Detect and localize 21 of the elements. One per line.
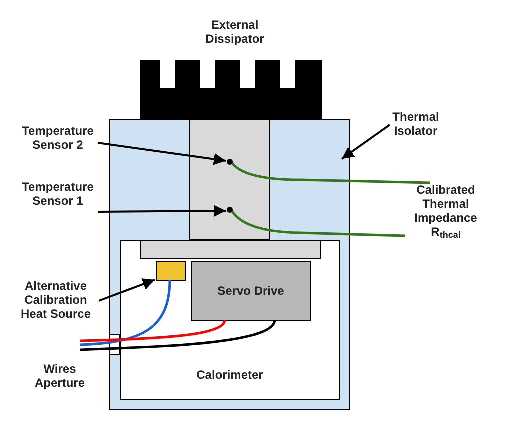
callout-label: Temperature Sensor 1 — [18, 180, 98, 210]
wire — [231, 162, 430, 184]
wire — [231, 210, 406, 238]
callout-label: Alternative Calibration Heat Source — [12, 279, 100, 322]
callout-label: Temperature Sensor 2 — [18, 124, 98, 154]
part-label: External Dissipator — [204, 18, 266, 46]
calorimeter-label: Calorimeter — [196, 368, 264, 382]
part-label: Wires Aperture — [34, 362, 86, 390]
heater-block — [156, 261, 186, 281]
plate — [140, 240, 321, 259]
servo-drive-box: Servo Drive — [191, 261, 311, 321]
callout-label: Calibrated Thermal Impedance R$_{thcal}$ — [405, 183, 487, 243]
leader-arrow — [98, 205, 226, 218]
leader-arrow — [341, 124, 391, 160]
leader-arrow — [98, 142, 226, 166]
leader-arrow — [98, 278, 156, 302]
wire — [80, 320, 226, 342]
callout-label: Thermal Isolator — [385, 110, 447, 140]
wire — [80, 280, 172, 346]
wire — [80, 320, 276, 352]
calorimeter-box — [120, 240, 340, 400]
